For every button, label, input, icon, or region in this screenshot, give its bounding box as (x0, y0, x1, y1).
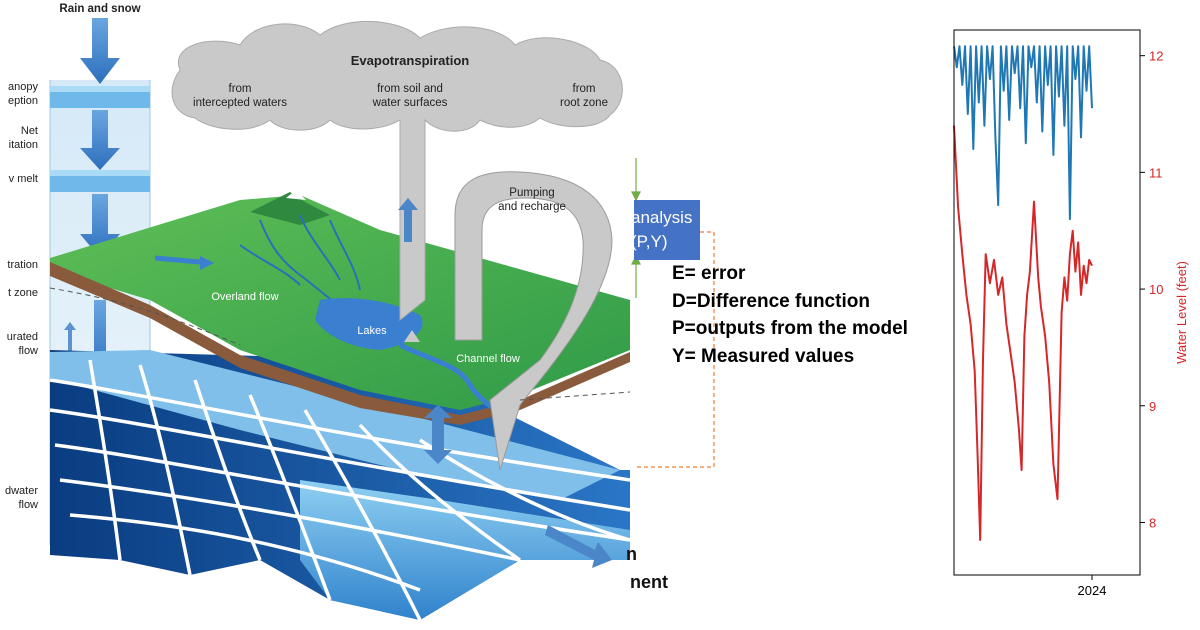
analysis-box-line1: analysis (634, 208, 693, 227)
label-from-2b: water surfaces (372, 97, 448, 109)
river-network (154, 214, 497, 412)
label-groundwater-2: flow (18, 499, 38, 511)
label-infiltration: tration (7, 259, 38, 271)
label-net-1: Net (21, 125, 38, 137)
y-tick-label-11: 11 (1149, 165, 1163, 180)
label-overland-flow: Overland flow (211, 291, 278, 303)
y-tick-label-10: 10 (1149, 282, 1163, 297)
label-from-1b: intercepted waters (193, 97, 287, 109)
label-snowmelt: v melt (9, 173, 38, 185)
cropped-text-fragment-2: nent (630, 572, 668, 592)
exchange-arrows (424, 405, 612, 568)
dashed-connector (636, 231, 715, 468)
label-from-1a: from (229, 83, 252, 95)
snowpack-slab (50, 170, 150, 192)
label-canopy-1: anopy (8, 81, 38, 93)
label-pumping-1: Pumping (509, 187, 554, 199)
pumping-recharge-arrow (454, 171, 613, 471)
label-unsaturated-1: urated (7, 331, 38, 343)
definition-error: E= error (672, 263, 746, 284)
label-canopy-2: eption (8, 95, 38, 107)
plot-area (953, 45, 1093, 541)
analysis-box: analysis (P,Y) (634, 200, 700, 260)
x-tick-label-2024: 2024 (1078, 583, 1107, 598)
y-tick-label-9: 9 (1149, 399, 1156, 414)
series-line-2 (953, 125, 1093, 541)
x-axis-ticks: 2024 (1078, 575, 1107, 598)
aquifer-grid (49, 359, 631, 621)
label-from-2a: from soil and (377, 83, 443, 95)
label-lakes: Lakes (357, 325, 387, 337)
series-line-1 (953, 45, 1093, 221)
hydrologic-cycle-diagram: Rain and snow anopy eption Net itation v… (5, 3, 631, 621)
canopy-slab (50, 86, 150, 108)
definition-difference: D=Difference function (672, 290, 870, 312)
cropped-text-fragment-1: n (626, 544, 637, 564)
definition-measured: Y= Measured values (672, 345, 855, 367)
y-axis-label: Water Level (feet) (1174, 261, 1189, 364)
label-from-3b: root zone (560, 97, 608, 109)
water-level-chart: 8 9 10 11 12 2024 Water Level (feet) (953, 29, 1189, 598)
y-tick-label-8: 8 (1149, 515, 1156, 530)
definition-model-outputs: P=outputs from the model (672, 318, 908, 339)
label-rain-snow: Rain and snow (59, 3, 140, 15)
y-tick-label-12: 12 (1149, 49, 1163, 64)
y-axis-ticks: 8 9 10 11 12 (1140, 49, 1163, 530)
label-unsaturated-2: flow (18, 345, 38, 357)
analysis-box-line2: (P,Y) (634, 232, 668, 251)
label-evapotranspiration: Evapotranspiration (351, 53, 470, 68)
label-root-zone: t zone (8, 287, 38, 299)
label-net-2: itation (9, 139, 38, 151)
label-from-3a: from (573, 83, 596, 95)
evapotranspiration-cloud (171, 20, 623, 342)
axes-frame (953, 29, 1141, 576)
evaporation-arrow (398, 198, 418, 242)
label-pumping-2: and recharge (498, 201, 566, 213)
definitions-list: E= error D=Difference function P=outputs… (672, 260, 908, 370)
label-channel-flow: Channel flow (456, 353, 520, 365)
water-table-line (49, 287, 241, 346)
label-groundwater-1: dwater (5, 485, 38, 497)
